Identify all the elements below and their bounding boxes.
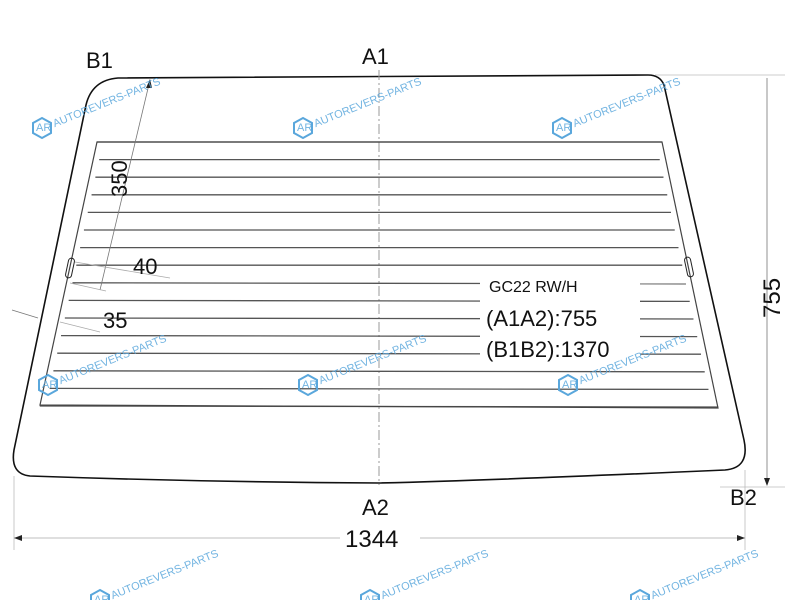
arrow-icon [14,535,22,541]
left-terminal [65,257,75,279]
gap-40-dimension: 40 [133,254,157,279]
width-dimension: 1344 [345,526,398,553]
svg-text:AR: AR [364,594,379,600]
heater-line [53,370,705,373]
a1a2-spec: (A1A2):755 [486,306,597,331]
label-a2: A2 [362,495,389,520]
svg-text:AR: AR [42,379,57,391]
svg-text:AR: AR [556,122,571,134]
glass-outline [12,74,746,484]
label-b1: B1 [86,48,113,73]
svg-text:AUTOREVERS-PARTS: AUTOREVERS-PARTS [109,548,220,600]
svg-text:AUTOREVERS-PARTS: AUTOREVERS-PARTS [379,548,490,600]
right-terminal [684,256,694,278]
arrow-icon [146,79,152,88]
label-a1: A1 [362,44,389,69]
svg-text:AR: AR [36,122,51,134]
svg-text:AR: AR [562,379,577,391]
label-b2: B2 [730,485,757,510]
dim-35-line-b [59,321,101,333]
dim-40-line-b [69,282,107,292]
b1b2-spec: (B1B2):1370 [486,337,610,362]
arrow-icon [764,478,770,486]
svg-text:AR: AR [634,594,649,600]
dim-35-line [11,309,39,319]
svg-text:AUTOREVERS-PARTS: AUTOREVERS-PARTS [571,76,682,130]
model-code: GC22 RW/H [489,279,578,296]
svg-text:AR: AR [297,122,312,134]
svg-text:AUTOREVERS-PARTS: AUTOREVERS-PARTS [57,333,168,387]
svg-text:AUTOREVERS-PARTS: AUTOREVERS-PARTS [51,76,162,130]
height-dimension: 755 [759,278,786,318]
svg-text:AUTOREVERS-PARTS: AUTOREVERS-PARTS [312,76,423,130]
heater-frame [39,141,719,409]
svg-text:AR: AR [302,379,317,391]
svg-text:AR: AR [94,594,109,600]
dim-40-line [74,261,171,279]
svg-text:AUTOREVERS-PARTS: AUTOREVERS-PARTS [317,333,428,387]
heater-offset-dimension: 350 [107,160,132,197]
arrow-icon [737,535,745,541]
heater-line [49,387,709,391]
dim-350-line [99,79,151,291]
svg-text:AUTOREVERS-PARTS: AUTOREVERS-PARTS [649,548,760,600]
edge-35-dimension: 35 [103,308,127,333]
